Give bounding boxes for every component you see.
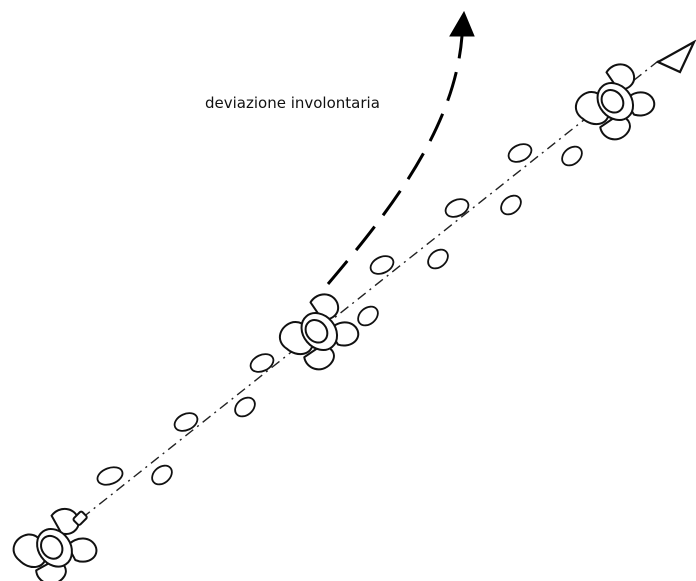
footprint [558,143,585,169]
intended-path-line [82,58,662,518]
footprint [354,303,381,329]
footprint [248,351,277,376]
footprint [95,464,125,488]
footprint [368,253,397,278]
walker-end-figure [569,58,661,149]
footprint [424,246,451,272]
deviation-label: deviazione involontaria [205,94,380,112]
footprint [231,394,258,420]
walker-start-figure [8,499,109,581]
deviation-curve [328,36,462,284]
deviation-arrowhead-icon [450,12,474,36]
footprints [95,141,586,489]
footprint [506,141,535,166]
footprint [443,196,472,221]
footprint [497,192,524,218]
walker-middle-figure [273,288,365,379]
footprint [148,462,175,488]
target-arrowhead-icon [658,42,694,72]
footprint [172,410,201,435]
